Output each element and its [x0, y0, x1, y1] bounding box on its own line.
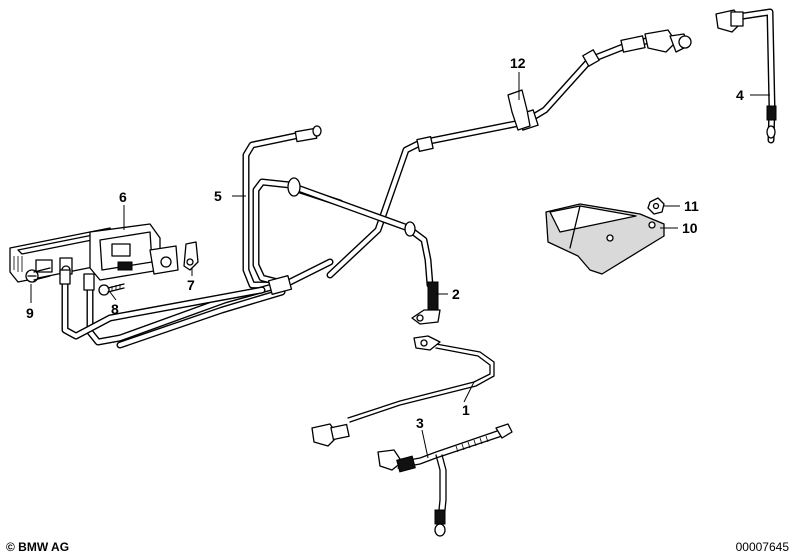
part-9-screw [25, 267, 51, 283]
part-3-cable-harness [377, 423, 513, 537]
part-8-screw [98, 283, 125, 296]
callout-10: 10 [682, 220, 698, 236]
part-10-battery-cover [545, 203, 665, 275]
callout-9: 9 [26, 305, 34, 321]
callout-11: 11 [684, 198, 699, 214]
callout-12: 12 [510, 55, 526, 71]
part-1-battery-cable [311, 335, 495, 447]
part-4-ground-strap [715, 8, 777, 144]
part-6-junction-box [9, 223, 179, 291]
callouts: 12 4 5 6 2 1 3 7 8 9 10 11 [26, 55, 744, 431]
callout-2: 2 [452, 286, 460, 302]
part-7-clip [183, 241, 199, 271]
part-5-cable-harness [61, 125, 434, 349]
callout-6: 6 [119, 189, 127, 205]
part-2-cable-terminal [411, 281, 441, 325]
callout-4: 4 [736, 87, 744, 103]
callout-8: 8 [111, 301, 119, 317]
part-12-battery-cable [326, 29, 692, 279]
callout-1: 1 [462, 402, 470, 418]
diagram-number: 00007645 [735, 540, 789, 554]
callout-7: 7 [187, 277, 195, 293]
callout-5: 5 [214, 188, 222, 204]
part-11-nut [647, 197, 665, 215]
copyright-label: © BMW AG [6, 540, 70, 554]
leader-lines [30, 72, 770, 459]
callout-3: 3 [416, 415, 424, 431]
